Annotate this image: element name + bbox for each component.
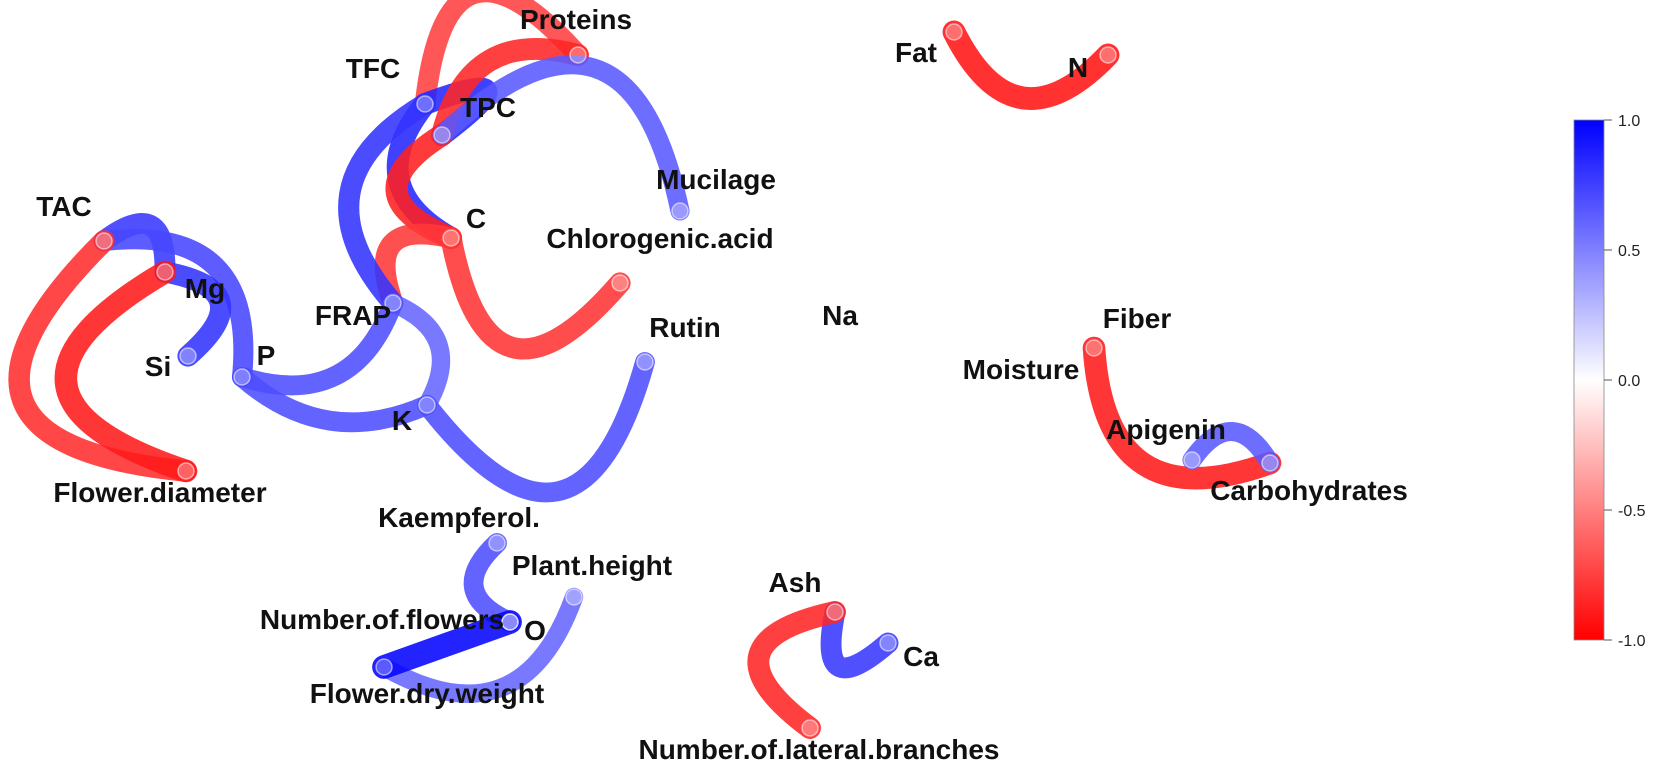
edge-c-chlorogenic-acid xyxy=(440,227,631,360)
correlation-edges xyxy=(8,0,1282,739)
label-tfc: TFC xyxy=(346,53,400,84)
node-rutin xyxy=(636,353,654,371)
node-carbohydrates xyxy=(1261,454,1279,472)
label-apigenin: Apigenin xyxy=(1106,414,1226,445)
label-chlorogenic-acid: Chlorogenic.acid xyxy=(546,223,773,254)
node-c xyxy=(442,229,460,247)
label-k: K xyxy=(392,405,412,436)
label-n: N xyxy=(1068,52,1088,83)
label-number-of-flowers: Number.of.flowers xyxy=(260,604,504,635)
label-c: C xyxy=(466,203,486,234)
edge-tpc-proteins xyxy=(431,37,589,146)
label-proteins: Proteins xyxy=(520,4,632,35)
edge-fiber-carbohydrates xyxy=(1082,336,1282,490)
edge-p-k xyxy=(232,367,437,433)
node-p xyxy=(233,368,251,386)
node-o xyxy=(501,613,519,631)
node-tac xyxy=(95,232,113,250)
node-proteins xyxy=(569,46,587,64)
label-mucilage: Mucilage xyxy=(656,164,776,195)
legend-tick-label: -1.0 xyxy=(1618,633,1646,650)
edge-frap-tfc xyxy=(338,93,436,314)
label-moisture: Moisture xyxy=(963,354,1080,385)
label-ash: Ash xyxy=(769,567,822,598)
label-si: Si xyxy=(145,351,171,382)
label-carbohydrates: Carbohydrates xyxy=(1210,475,1408,506)
edge-ash-number-of-lateral-branches xyxy=(747,601,846,739)
label-fat: Fat xyxy=(895,37,937,68)
label-o: O xyxy=(524,615,546,646)
node-tpc xyxy=(433,126,451,144)
edge-frap-k xyxy=(383,293,451,415)
node-kaempferol xyxy=(488,534,506,552)
edge-fat-n xyxy=(942,20,1120,110)
edge-tac-flower-diameter xyxy=(8,230,197,482)
label-flower-diameter: Flower.diameter xyxy=(53,477,266,508)
label-number-of-lateral-branches: Number.of.lateral.branches xyxy=(638,734,999,765)
edge-tpc-c xyxy=(385,123,463,250)
legend-tick-label: 0.5 xyxy=(1618,243,1640,260)
node-mucilage xyxy=(671,202,689,220)
edge-number-of-flowers-flower-dry-weight xyxy=(372,610,522,679)
edge-mg-si xyxy=(154,261,232,367)
edge-tpc-mucilage xyxy=(432,55,690,221)
node-ash xyxy=(826,603,844,621)
node-tfc xyxy=(416,95,434,113)
legend-ticks: 1.0 0.5 0.0 -0.5 -1.0 xyxy=(1604,113,1646,650)
label-p: P xyxy=(257,340,276,371)
node-ca xyxy=(879,634,897,652)
node-fiber xyxy=(1085,339,1103,357)
legend-tick-label: 1.0 xyxy=(1618,113,1640,130)
legend-tick-label: 0.0 xyxy=(1618,373,1640,390)
label-mg: Mg xyxy=(185,273,225,304)
edge-tac-p xyxy=(93,229,254,388)
label-plant-height: Plant.height xyxy=(512,550,672,581)
node-fat xyxy=(945,23,963,41)
edge-k-rutin xyxy=(417,352,655,503)
edge-apigenin-carbohydrates xyxy=(1182,422,1280,473)
label-fiber: Fiber xyxy=(1103,303,1172,334)
label-kaempferol: Kaempferol. xyxy=(378,502,540,533)
label-flower-dry-weight: Flower.dry.weight xyxy=(310,678,544,709)
node-flower-dry-weight xyxy=(375,658,393,676)
node-apigenin xyxy=(1183,451,1201,469)
color-scale-legend: 1.0 0.5 0.0 -0.5 -1.0 xyxy=(1573,113,1646,650)
node-mg xyxy=(156,263,174,281)
edge-plant-height-flower-dry-weight xyxy=(374,587,584,703)
label-frap: FRAP xyxy=(315,300,391,331)
node-number-of-lateral-branches xyxy=(801,719,819,737)
legend-tick-label: -0.5 xyxy=(1618,503,1646,520)
label-na: Na xyxy=(822,300,858,331)
edge-frap-p xyxy=(232,293,403,396)
variable-nodes xyxy=(95,23,1279,737)
node-si xyxy=(179,347,197,365)
node-flower-diameter xyxy=(177,462,195,480)
node-chlorogenic-acid xyxy=(611,274,629,292)
edge-tfc-proteins xyxy=(414,0,589,115)
legend-color-bar xyxy=(1573,119,1605,641)
node-plant-height xyxy=(565,588,583,606)
label-tpc: TPC xyxy=(460,92,516,123)
label-ca: Ca xyxy=(903,641,939,672)
node-n xyxy=(1099,46,1117,64)
edge-ash-ca xyxy=(820,601,899,679)
label-tac: TAC xyxy=(36,191,91,222)
label-rutin: Rutin xyxy=(649,312,721,343)
node-k xyxy=(418,396,436,414)
edge-mg-flower-diameter xyxy=(54,260,198,483)
node-frap xyxy=(384,294,402,312)
